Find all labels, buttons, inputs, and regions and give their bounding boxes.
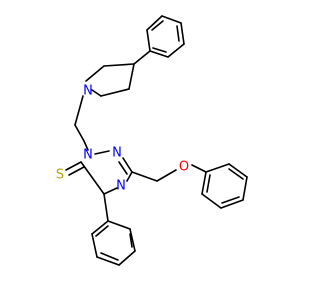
atom-label-n: N	[83, 148, 93, 163]
atom-label-n: N	[112, 146, 122, 161]
phenyl-ring-top	[146, 15, 185, 58]
triazole-ring	[80, 150, 133, 195]
atom-n2-triazole: N	[112, 146, 122, 161]
atom-label-o: O	[179, 160, 189, 175]
atom-label-s: S	[56, 168, 64, 183]
pyrrolidine-ring	[85, 50, 151, 97]
phenoxymethyl-chain	[131, 169, 177, 182]
thione-bond	[65, 161, 85, 176]
atom-label-n: N	[83, 84, 93, 99]
atom-n-pyrrolidine: N	[83, 84, 93, 99]
atom-n4-triazole: N	[116, 179, 126, 194]
phenyl-ring-bottom	[91, 193, 136, 266]
phenyl-ring-right	[191, 163, 248, 209]
molecule-structure: N N N N S O	[56, 15, 248, 266]
atom-n1-triazole: N	[83, 148, 93, 163]
methylene-linker	[74, 95, 89, 151]
atom-s-thione: S	[56, 168, 64, 183]
bonds	[65, 15, 248, 266]
atom-o-ether: O	[179, 160, 189, 175]
atom-labels: N N N N S O	[56, 84, 189, 194]
atom-label-n: N	[116, 179, 126, 194]
